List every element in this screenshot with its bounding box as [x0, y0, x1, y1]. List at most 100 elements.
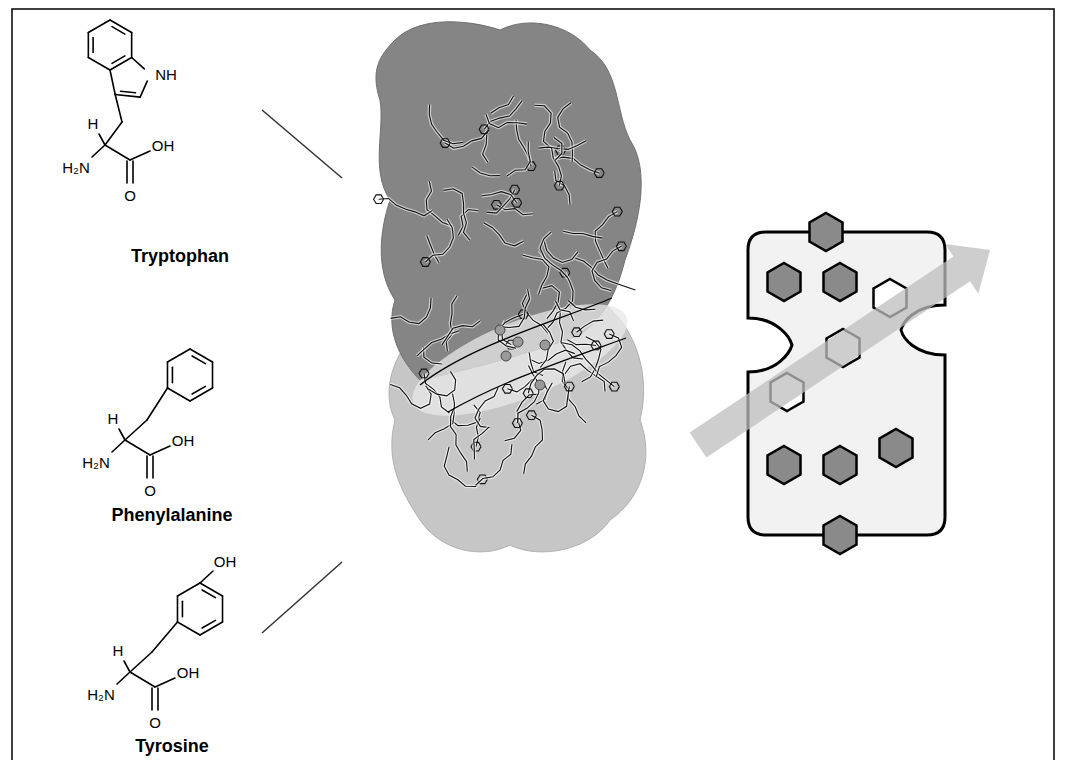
residue-ring	[554, 181, 564, 190]
bond-line	[155, 678, 175, 687]
residue-stick	[544, 241, 578, 263]
bond-line	[132, 58, 145, 69]
residue-stick	[523, 255, 549, 294]
protein-surface	[374, 22, 646, 552]
bond-line	[121, 91, 136, 93]
residue-stick	[482, 192, 517, 203]
flow-arrow	[690, 244, 990, 458]
bond-line	[140, 81, 147, 97]
ion-sphere	[501, 351, 511, 361]
residue-stick	[499, 289, 529, 327]
channel-curve	[448, 338, 626, 412]
figure-frame	[12, 9, 1054, 760]
residue-ring	[440, 139, 450, 148]
bond-line	[112, 440, 125, 452]
residue-ring	[420, 258, 430, 267]
label-holder: Tryptophan	[131, 246, 229, 267]
ion-sphere	[513, 337, 523, 347]
bond-line	[167, 388, 190, 401]
residue-ring	[419, 369, 429, 378]
bond-line	[146, 456, 148, 478]
residue-stick	[554, 137, 562, 160]
residue-glow	[483, 135, 488, 163]
residue-glow	[534, 105, 560, 150]
bond-line	[130, 151, 150, 160]
bond-line	[192, 386, 205, 394]
residue-stick	[491, 96, 514, 113]
residue-glow	[444, 447, 482, 487]
residue-ring	[374, 195, 384, 204]
amino-acid-name: Tyrosine	[135, 736, 209, 757]
bond-line	[177, 583, 200, 596]
residue-hexagon	[768, 263, 801, 301]
label-holder: OH	[152, 137, 175, 154]
residue-stick	[474, 427, 490, 460]
residue-glow	[543, 383, 569, 412]
residue-ring	[564, 382, 574, 391]
residue-stick	[429, 105, 463, 144]
residue-ring	[523, 389, 533, 398]
bond-line	[152, 622, 177, 652]
residue-glow	[390, 385, 431, 409]
bond-line	[167, 362, 169, 388]
channel-band	[399, 282, 641, 439]
bond-line	[212, 362, 214, 388]
atom-label: O	[144, 482, 156, 499]
residue-stick	[458, 209, 478, 235]
residue-glow	[458, 209, 478, 235]
amino-acid-name: Phenylalanine	[111, 505, 232, 526]
bond-line	[126, 161, 128, 183]
residue-stick	[530, 350, 575, 363]
residue-glow	[450, 407, 467, 471]
residue-stick	[562, 362, 586, 423]
label-holder: H₂N	[87, 686, 115, 703]
residue-stick	[390, 385, 431, 409]
residue-ring	[479, 125, 489, 134]
residue-stick	[568, 300, 595, 309]
residue-stick	[507, 142, 530, 176]
residue-glow	[575, 258, 636, 290]
residue-glow	[486, 114, 527, 128]
ion-sphere	[495, 325, 505, 335]
ion-sphere	[540, 340, 550, 350]
residue-glow	[475, 387, 498, 427]
label-holder: O	[149, 714, 161, 731]
residue-stick	[379, 198, 433, 215]
bond-line	[222, 596, 224, 622]
residue-hexagon	[880, 429, 913, 467]
bond-line	[172, 367, 174, 382]
residue-stick	[425, 219, 453, 262]
bond-line	[130, 652, 152, 672]
bond-line	[124, 661, 130, 672]
residue-stick	[484, 223, 524, 246]
residue-hexagon	[824, 446, 857, 484]
channel-curve	[420, 298, 612, 385]
residue-stick	[450, 407, 467, 471]
bond-line	[92, 38, 94, 53]
bond-line	[88, 58, 110, 71]
residue-stick	[524, 415, 543, 474]
residue-stick	[592, 246, 621, 290]
bond-line	[152, 456, 154, 478]
bond-line	[192, 356, 205, 364]
residue-stick	[475, 387, 498, 427]
residue-glow	[592, 246, 621, 290]
label-holder: OH	[177, 664, 200, 681]
label-holder: H₂N	[82, 454, 110, 471]
residue-ring	[502, 384, 512, 393]
bond-line	[200, 571, 213, 583]
bond-line	[151, 688, 153, 710]
residue-stick	[428, 371, 455, 395]
residue-glow	[563, 231, 602, 238]
residue-stick	[446, 295, 457, 351]
bond-line	[125, 420, 147, 440]
bond-line	[182, 601, 184, 616]
label-holder: OH	[172, 432, 195, 449]
bond-line	[200, 583, 223, 596]
bond-line	[117, 672, 130, 684]
residue-stick	[540, 324, 553, 367]
residue-stick	[391, 298, 431, 324]
atom-label: H	[108, 410, 119, 427]
bond-line	[112, 56, 125, 63]
